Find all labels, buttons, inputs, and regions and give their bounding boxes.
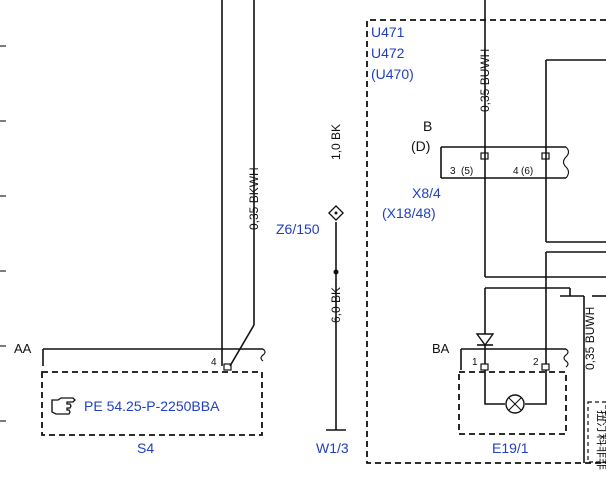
s4-reference-link[interactable]: PE 54.25-P-2250BBA: [84, 398, 220, 414]
x8-pin3: 3: [450, 166, 456, 177]
x18-label: (X18/48): [382, 205, 436, 221]
x8-connector: [440, 146, 570, 179]
x8-label: X8/4: [412, 185, 441, 201]
s4-component-box: [41, 371, 263, 436]
e19-label: E19/1: [492, 440, 529, 456]
z6-label: Z6/150: [276, 221, 320, 237]
right-wires: [484, 0, 606, 463]
s4-label: S4: [137, 440, 154, 456]
u472-label: U472: [371, 45, 405, 61]
x8-pin3-alt: (5): [461, 166, 473, 177]
ground-w1-line: [326, 205, 346, 431]
wire-bk60-label: 6,0 BK: [329, 287, 343, 323]
e19-pin1: 1: [472, 357, 478, 368]
e19-connector: [460, 333, 569, 414]
wire-buwh-right-label: 0,35 BUWH: [583, 307, 597, 370]
wire-buwh-top-label: 0,35 BUWH: [478, 49, 492, 112]
e19-connector-code: BA: [432, 341, 450, 356]
diode-icon: [475, 333, 495, 347]
e19-component-box: [458, 371, 567, 435]
x8-pin4: 4: [513, 166, 519, 177]
u471-frame: [366, 19, 606, 464]
wire-bk10-label: 1,0 BK: [329, 124, 343, 160]
s4-pin-number: 4: [211, 357, 217, 368]
lamp-icon: [505, 394, 525, 414]
wire-bkwh-label: 0,35 BKWH: [247, 167, 261, 230]
pointing-hand-icon: [51, 397, 76, 415]
aa-label: AA: [14, 341, 32, 356]
connector-d-code: (D): [411, 138, 430, 154]
w1-label: W1/3: [316, 440, 349, 456]
x8-pin4-alt: (6): [521, 166, 533, 177]
e19-pin2: 2: [533, 357, 539, 368]
left-margin-ticks: [0, 45, 6, 422]
u471-label: U471: [371, 24, 405, 40]
edge-component-box: [587, 401, 606, 463]
u470-label: (U470): [371, 66, 414, 82]
edge-text-fragment: 扭汀料非非: [595, 410, 606, 470]
s4-wires: [42, 0, 266, 371]
connector-b-code: B: [423, 118, 432, 134]
